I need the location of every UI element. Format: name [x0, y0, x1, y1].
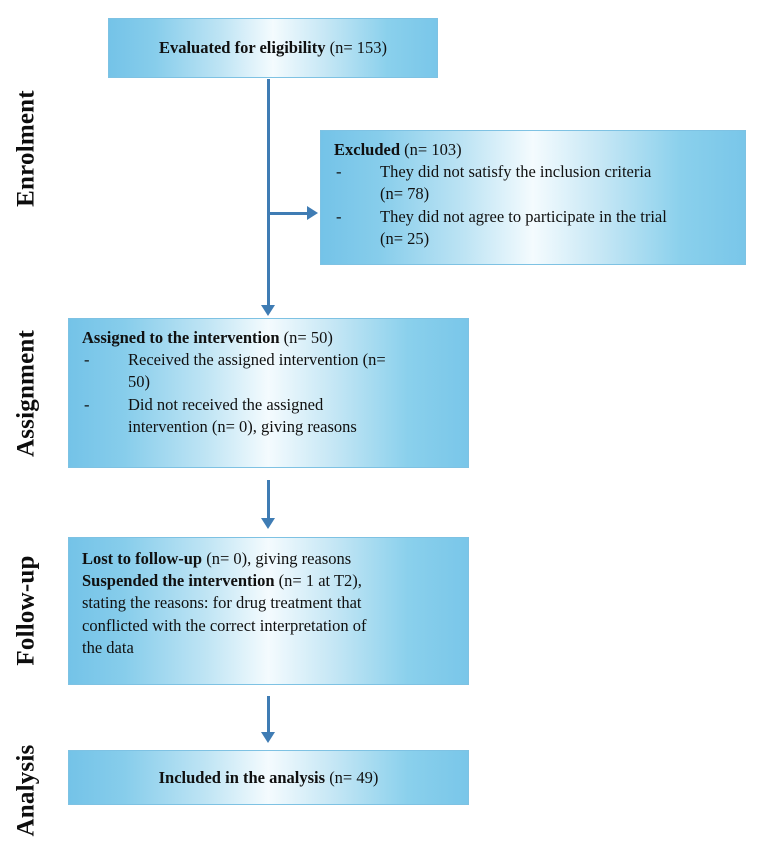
list-item: - Received the assigned intervention (n=…	[82, 349, 458, 393]
list-item: - They did not agree to participate in t…	[334, 206, 735, 250]
box-included-in-analysis: Included in the analysis (n= 49)	[68, 750, 469, 805]
box-included-heading: Included in the analysis	[158, 767, 326, 787]
box-assigned-item-1-line2: intervention (n= 0), giving reasons	[128, 416, 357, 436]
box-excluded-item-1-count: (n= 25)	[380, 228, 430, 248]
box-excluded: Excluded (n= 103) - They did not satisfy…	[320, 130, 746, 265]
box-follow-up-line-2: Suspended the intervention (n= 1 at T2),	[82, 570, 458, 592]
box-evaluated-for-eligibility: Evaluated for eligibility (n= 153)	[108, 18, 438, 78]
connector-assigned-to-followup	[267, 480, 270, 520]
arrowhead-followup-to-included	[261, 732, 275, 743]
box-follow-up-lost-detail: (n= 0), giving reasons	[202, 549, 352, 568]
box-assigned-headline: Assigned to the intervention (n= 50)	[82, 327, 458, 349]
dash-marker: -	[336, 162, 342, 182]
list-item: - Did not received the assigned interven…	[82, 394, 458, 438]
arrowhead-eligibility-to-assigned	[261, 305, 275, 316]
box-assigned-item-0-line2: 50)	[128, 372, 150, 392]
box-evaluated-heading: Evaluated for eligibility	[158, 38, 326, 58]
stage-label-enrolment-text: Enrolment	[12, 90, 40, 207]
box-excluded-item-0-text: They did not satisfy the inclusion crite…	[380, 162, 652, 182]
box-assigned-body: Assigned to the intervention (n= 50) - R…	[82, 327, 458, 438]
box-follow-up-suspended-detail: (n= 1 at T2),	[274, 571, 362, 591]
dash-marker: -	[84, 394, 90, 414]
box-follow-up-lost-label: Lost to follow-up	[82, 549, 203, 568]
box-follow-up-line-1: Lost to follow-up (n= 0), giving reasons	[82, 548, 458, 570]
connector-eligibility-to-excluded	[268, 212, 308, 215]
list-item: - They did not satisfy the inclusion cri…	[334, 161, 735, 205]
stage-label-analysis-text: Analysis	[12, 744, 40, 837]
stage-label-followup-text: Follow-up	[12, 555, 40, 666]
box-excluded-item-0-count: (n= 78)	[380, 184, 430, 204]
connector-followup-to-included	[267, 696, 270, 734]
box-included-text: Included in the analysis (n= 49)	[159, 767, 379, 789]
stage-label-assignment: Assignment	[12, 304, 40, 484]
box-follow-up-line-5: the data	[82, 637, 134, 657]
stage-label-analysis: Analysis	[12, 712, 40, 855]
box-excluded-headline: Excluded (n= 103)	[334, 139, 735, 161]
box-excluded-reason-list: - They did not satisfy the inclusion cri…	[334, 161, 735, 250]
box-follow-up-line-4: conflicted with the correct interpretati…	[82, 615, 367, 635]
box-follow-up-body: Lost to follow-up (n= 0), giving reasons…	[82, 548, 458, 659]
connector-eligibility-to-assigned	[267, 79, 270, 307]
arrowhead-assigned-to-followup	[261, 518, 275, 529]
box-assigned-item-1-line1: Did not received the assigned	[128, 394, 324, 414]
dash-marker: -	[84, 350, 90, 370]
box-assigned-item-0-line1: Received the assigned intervention (n=	[128, 350, 386, 370]
stage-label-followup: Follow-up	[12, 525, 40, 697]
box-evaluated-count: (n= 153)	[329, 38, 388, 58]
box-follow-up-line-3: stating the reasons: for drug treatment …	[82, 593, 362, 613]
stage-label-assignment-text: Assignment	[12, 330, 40, 458]
box-excluded-heading: Excluded	[334, 140, 401, 159]
box-assigned-item-list: - Received the assigned intervention (n=…	[82, 349, 458, 438]
box-excluded-item-1-text: They did not agree to participate in the…	[380, 206, 667, 226]
stage-label-enrolment: Enrolment	[12, 64, 40, 234]
dash-marker: -	[336, 206, 342, 226]
box-evaluated-for-eligibility-text: Evaluated for eligibility (n= 153)	[159, 37, 387, 59]
box-assigned-count: (n= 50)	[283, 328, 333, 347]
box-included-count: (n= 49)	[329, 767, 379, 787]
box-assigned-heading: Assigned to the intervention	[82, 328, 280, 347]
box-follow-up-suspended-label: Suspended the intervention	[82, 571, 275, 591]
box-excluded-count: (n= 103)	[404, 140, 462, 159]
box-follow-up: Lost to follow-up (n= 0), giving reasons…	[68, 537, 469, 685]
box-assigned-to-intervention: Assigned to the intervention (n= 50) - R…	[68, 318, 469, 468]
box-excluded-body: Excluded (n= 103) - They did not satisfy…	[334, 139, 735, 250]
arrowhead-eligibility-to-excluded	[307, 206, 318, 220]
